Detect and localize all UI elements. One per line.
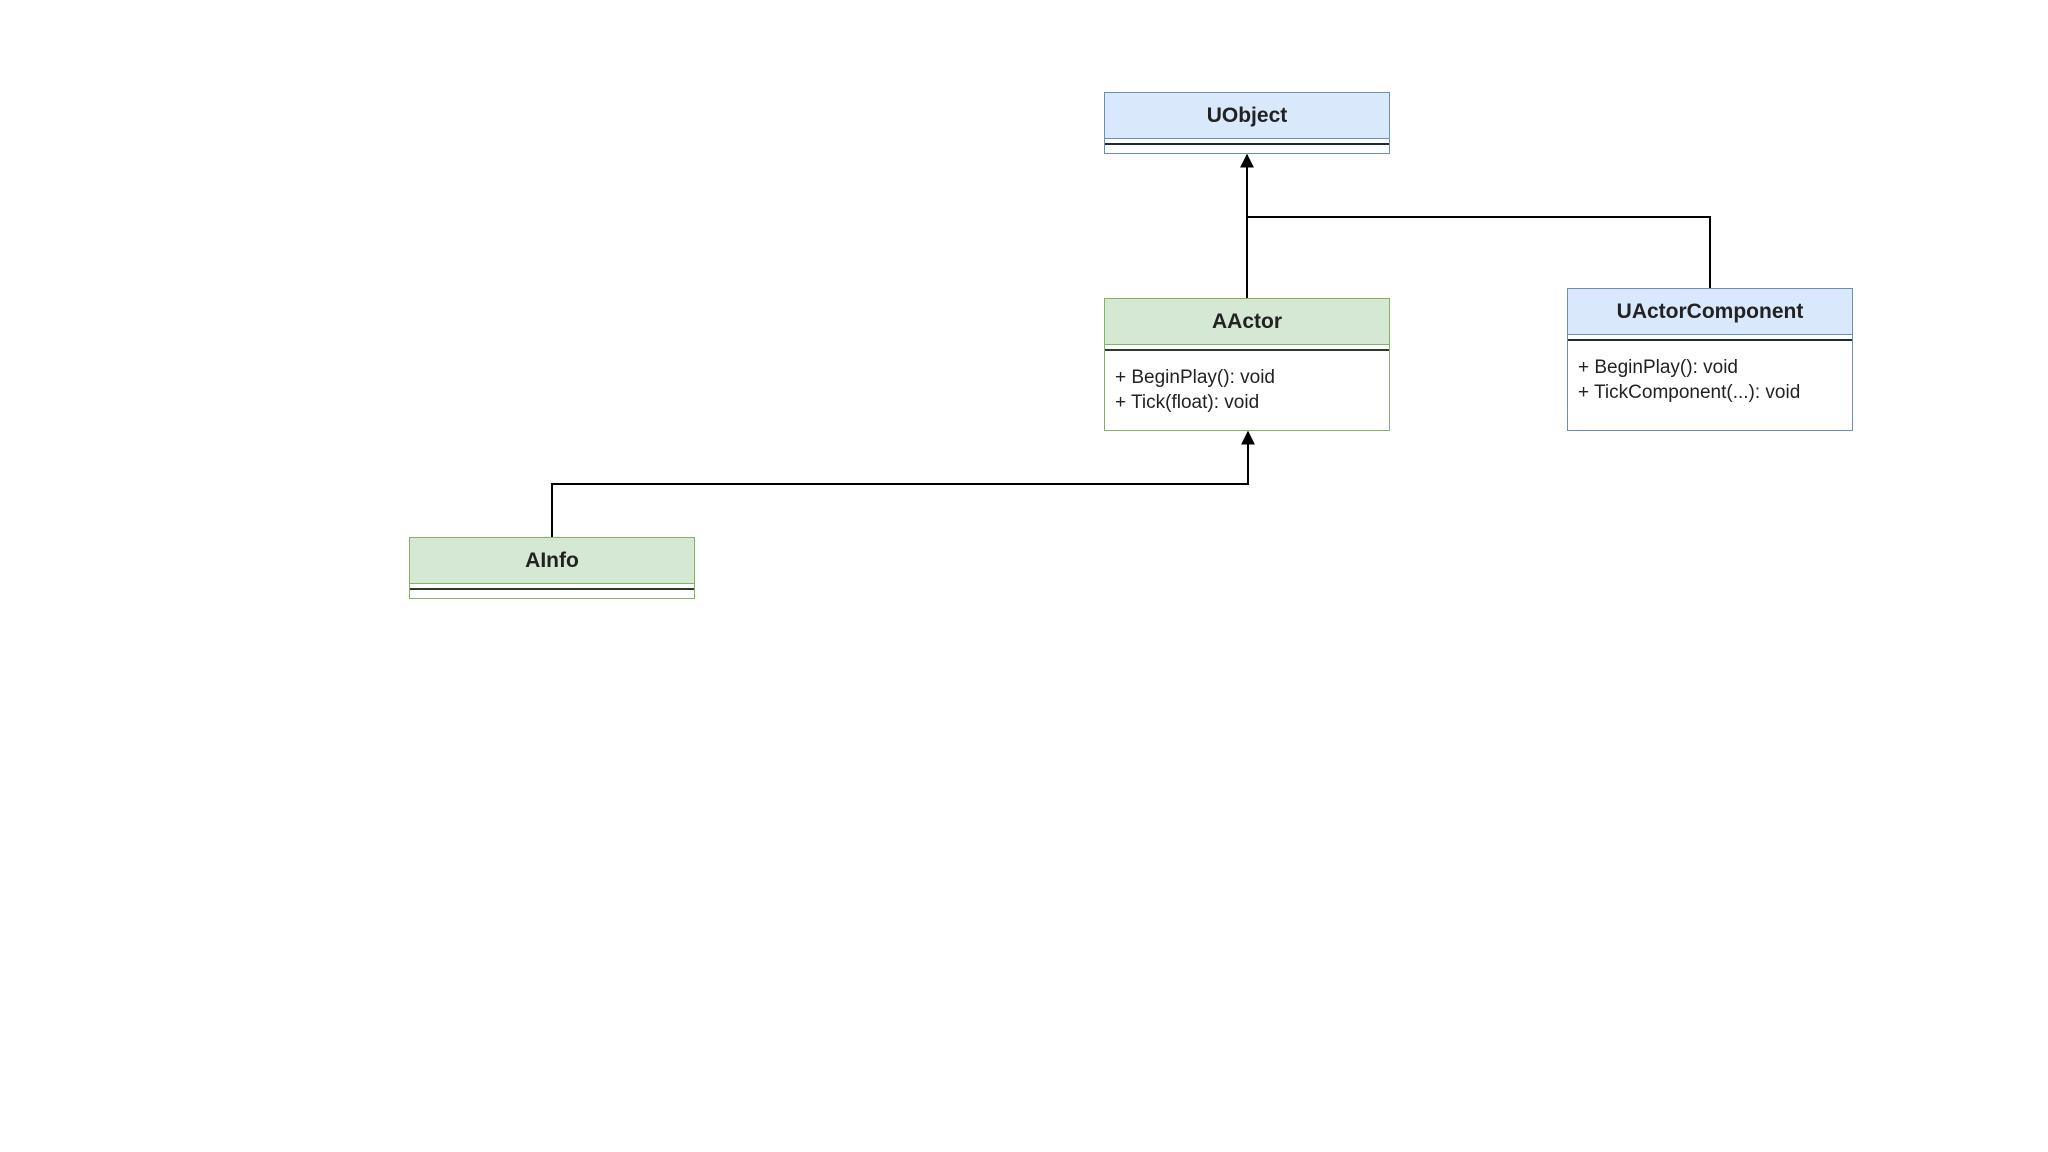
class-uactorcomponent-methods: + BeginPlay(): void + TickComponent(...)… [1568, 341, 1852, 413]
edge-uactorcomponent-to-uobject [1247, 216, 1711, 288]
class-uobject-divider [1105, 139, 1389, 145]
class-ainfo-name: AInfo [410, 538, 694, 584]
method-begin-play: + BeginPlay(): void [1578, 357, 1738, 378]
class-uactorcomponent-divider [1568, 335, 1852, 341]
class-ainfo[interactable]: AInfo [409, 537, 695, 599]
class-uobject[interactable]: UObject [1104, 92, 1390, 154]
class-aactor[interactable]: AActor + BeginPlay(): void + Tick(float)… [1104, 298, 1390, 431]
class-ainfo-divider [410, 584, 694, 590]
class-uactorcomponent-name: UActorComponent [1568, 289, 1852, 335]
class-uactorcomponent[interactable]: UActorComponent + BeginPlay(): void + Ti… [1567, 288, 1853, 431]
class-aactor-divider [1105, 345, 1389, 351]
method-tick: + Tick(float): void [1115, 392, 1260, 413]
class-uobject-name: UObject [1105, 93, 1389, 139]
method-tick-component: + TickComponent(...): void [1578, 382, 1801, 403]
class-aactor-methods: + BeginPlay(): void + Tick(float): void [1105, 351, 1389, 423]
method-begin-play: + BeginPlay(): void [1115, 367, 1275, 388]
edge-ainfo-to-aactor [551, 430, 1255, 537]
class-aactor-name: AActor [1105, 299, 1389, 345]
